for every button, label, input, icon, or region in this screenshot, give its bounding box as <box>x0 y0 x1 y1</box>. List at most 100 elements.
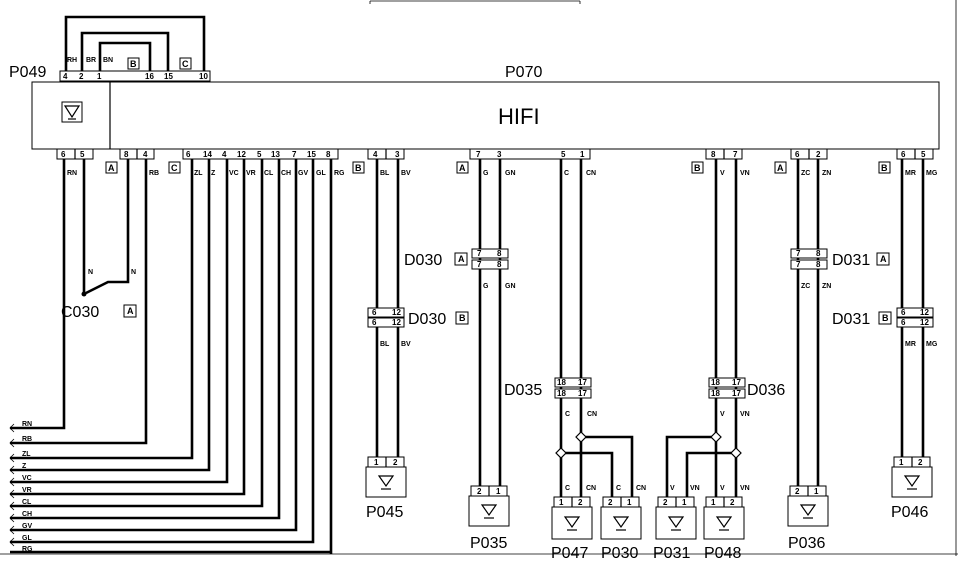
wire-color-n-right: N <box>131 269 136 276</box>
wire-color-cl: CL <box>264 170 274 177</box>
speaker-label-p031: P031 <box>653 545 690 562</box>
speaker-p035-icon: 2 1 <box>468 485 510 527</box>
svg-text:A: A <box>459 163 466 173</box>
wire-color-mr: MR <box>905 170 916 177</box>
wire-color-rh: RH <box>67 57 77 64</box>
svg-text:6: 6 <box>372 308 377 317</box>
wire-color-br: BR <box>86 57 96 64</box>
inline-connector-d031-a: 7 8 7 8 <box>790 248 828 270</box>
svg-text:7: 7 <box>477 260 482 269</box>
svg-text:6: 6 <box>901 318 906 327</box>
bus-chevrons <box>9 423 15 547</box>
connector-tag-d030-b: B <box>455 311 469 325</box>
svg-text:1: 1 <box>899 458 904 467</box>
wire-color-v-p031: V <box>670 485 675 492</box>
svg-text:15: 15 <box>164 72 173 81</box>
svg-text:6: 6 <box>186 150 191 159</box>
wire-color-mr-lower: MR <box>905 341 916 348</box>
wire-color-vr: VR <box>246 170 256 177</box>
speaker-symbol-icon <box>61 101 83 123</box>
svg-text:6: 6 <box>61 150 66 159</box>
svg-text:1: 1 <box>682 498 687 507</box>
svg-text:2: 2 <box>918 458 923 467</box>
svg-text:6: 6 <box>372 318 377 327</box>
svg-text:B: B <box>881 163 888 173</box>
svg-text:2: 2 <box>795 487 800 496</box>
wire-color-cn-p047: CN <box>586 485 596 492</box>
splice-node <box>555 447 567 459</box>
svg-text:5: 5 <box>561 150 566 159</box>
svg-text:4: 4 <box>63 72 68 81</box>
svg-text:12: 12 <box>920 308 929 317</box>
svg-text:5: 5 <box>921 150 926 159</box>
svg-text:18: 18 <box>711 378 720 387</box>
svg-text:8: 8 <box>497 249 502 258</box>
svg-text:CL: CL <box>22 499 32 506</box>
svg-text:A: A <box>458 254 465 264</box>
wire-color-zn: ZN <box>822 170 831 177</box>
pin-strip-p045: 4 3 <box>367 148 405 160</box>
svg-text:3: 3 <box>395 150 400 159</box>
connector-tag-b-d036: B <box>691 161 704 174</box>
hifi-title: HIFI <box>498 104 540 129</box>
wire-color-gl: GL <box>316 170 326 177</box>
node-tag-c030: A <box>123 304 137 318</box>
svg-text:2: 2 <box>663 498 668 507</box>
wire-color-gn-lower: GN <box>505 283 516 290</box>
wire-color-z: Z <box>211 170 216 177</box>
svg-text:2: 2 <box>79 72 84 81</box>
wire-color-c-p047: C <box>565 485 570 492</box>
pin-strip-d036: 8 7 <box>705 148 743 160</box>
pin-strip-p035-d035: 7 3 5 1 <box>469 148 591 160</box>
wire-color-v-lower: V <box>720 411 725 418</box>
connector-tag-a-p035: A <box>456 161 469 174</box>
connector-tag-c-top: C <box>179 57 192 70</box>
wire-color-vc: VC <box>229 170 239 177</box>
svg-text:8: 8 <box>124 150 129 159</box>
svg-text:16: 16 <box>145 72 154 81</box>
speaker-label-p035: P035 <box>470 535 507 552</box>
wire-color-n-left: N <box>88 269 93 276</box>
svg-text:VC: VC <box>22 475 32 482</box>
svg-text:12: 12 <box>920 318 929 327</box>
connector-label-d035: D035 <box>504 382 542 399</box>
wire-color-v: V <box>720 170 725 177</box>
svg-text:7: 7 <box>796 249 801 258</box>
wire-color-bl-lower: BL <box>380 341 390 348</box>
svg-text:B: B <box>130 59 137 69</box>
pin-strip-p036: 6 2 <box>790 148 828 160</box>
svg-text:17: 17 <box>732 389 741 398</box>
svg-text:13: 13 <box>271 150 280 159</box>
svg-text:6: 6 <box>901 150 906 159</box>
svg-text:5: 5 <box>257 150 262 159</box>
svg-text:RN: RN <box>22 421 32 428</box>
svg-text:1: 1 <box>374 458 379 467</box>
svg-text:VR: VR <box>22 487 32 494</box>
pin-strip-left-a: 8 4 <box>119 148 155 160</box>
svg-text:8: 8 <box>816 260 821 269</box>
wire-color-bv: BV <box>401 170 411 177</box>
svg-text:5: 5 <box>80 150 85 159</box>
wire-color-g-lower: G <box>483 283 489 290</box>
svg-text:8: 8 <box>497 260 502 269</box>
speaker-p036-icon: 2 1 <box>787 485 829 527</box>
hifi-unit: HIFI <box>31 81 940 150</box>
svg-text:7: 7 <box>733 150 738 159</box>
svg-text:12: 12 <box>392 318 401 327</box>
svg-text:1: 1 <box>559 498 564 507</box>
wire-color-gn: GN <box>505 170 516 177</box>
connector-tag-a-left: A <box>105 161 118 174</box>
svg-text:8: 8 <box>711 150 716 159</box>
wire-color-rg: RG <box>334 170 345 177</box>
svg-text:2: 2 <box>477 487 482 496</box>
svg-text:8: 8 <box>816 249 821 258</box>
inline-connector-d036: 18 17 18 17 <box>708 377 746 399</box>
splice-node <box>575 431 587 443</box>
wire-color-cn: CN <box>586 170 596 177</box>
wire-color-zl: ZL <box>194 170 203 177</box>
svg-text:7: 7 <box>477 249 482 258</box>
connector-tag-b-top: B <box>127 57 140 70</box>
svg-text:7: 7 <box>292 150 297 159</box>
connector-tag-d031-a: A <box>876 252 890 266</box>
